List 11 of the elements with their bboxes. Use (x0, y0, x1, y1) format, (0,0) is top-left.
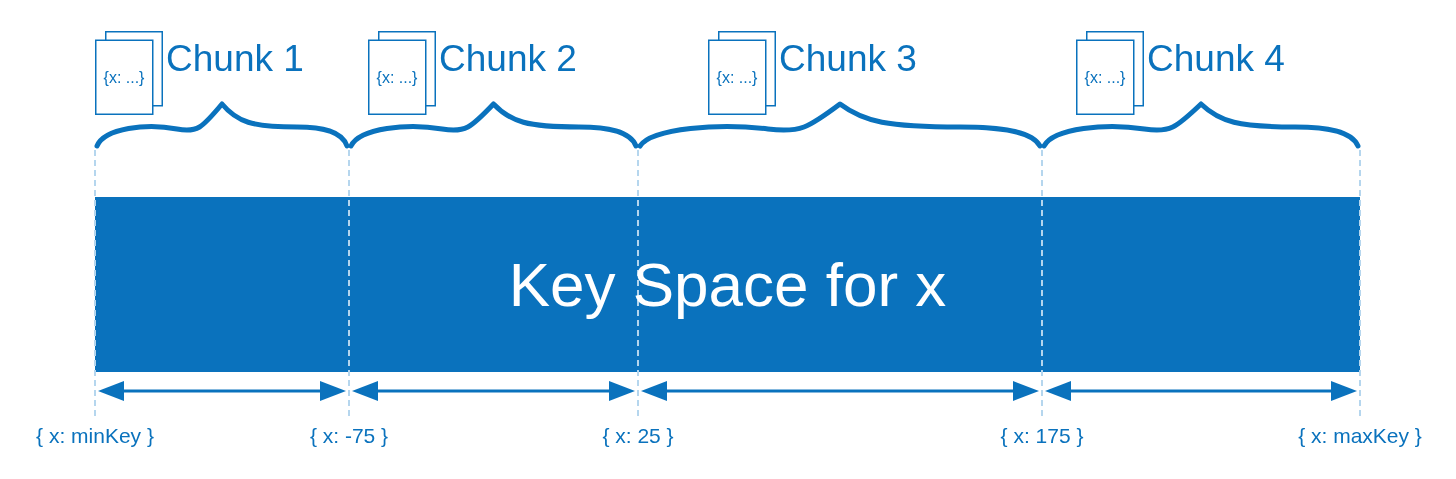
key-space-band (95, 197, 1360, 372)
chunk-title: Chunk 1 (166, 37, 304, 81)
chunk-title: Chunk 3 (779, 37, 917, 81)
boundary-label: { x: 25 } (602, 423, 674, 449)
chunk-title: Chunk 2 (439, 37, 577, 81)
boundary-label: { x: -75 } (309, 423, 389, 449)
boundary-label: { x: minKey } (36, 423, 154, 449)
boundary-label: { x: maxKey } (1298, 423, 1422, 449)
boundary-label: { x: 175 } (1000, 423, 1084, 449)
chunk-title: Chunk 4 (1147, 37, 1285, 81)
band-title: Key Space for x (507, 248, 948, 321)
